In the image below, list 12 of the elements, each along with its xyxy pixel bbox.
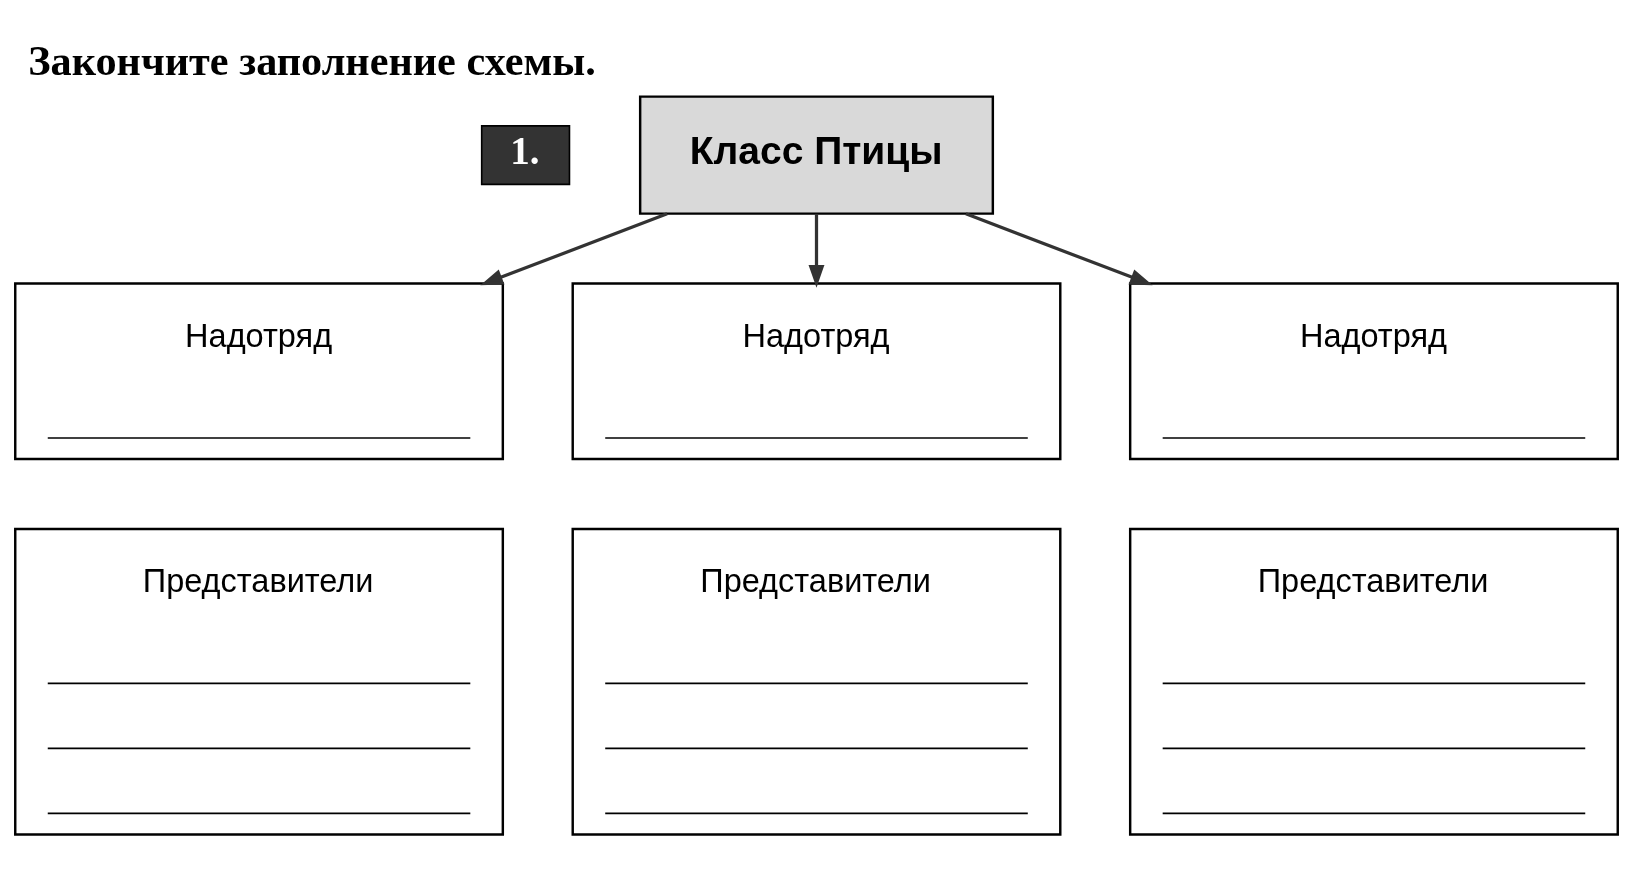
node-box: Представители: [1128, 527, 1619, 836]
node-box: Надотряд: [571, 282, 1062, 461]
node-box: Класс Птицы: [638, 95, 995, 215]
arrow: [965, 212, 1153, 286]
arrow: [480, 212, 668, 286]
node-box: Представители: [571, 527, 1062, 836]
node-box: Надотряд: [14, 282, 505, 461]
node-box: Представители: [14, 527, 505, 836]
diagram-title: Закончите заполнение схемы.: [28, 37, 596, 85]
label: 1.: [510, 128, 540, 172]
arrow: [808, 213, 825, 288]
node-box: Надотряд: [1128, 282, 1619, 461]
